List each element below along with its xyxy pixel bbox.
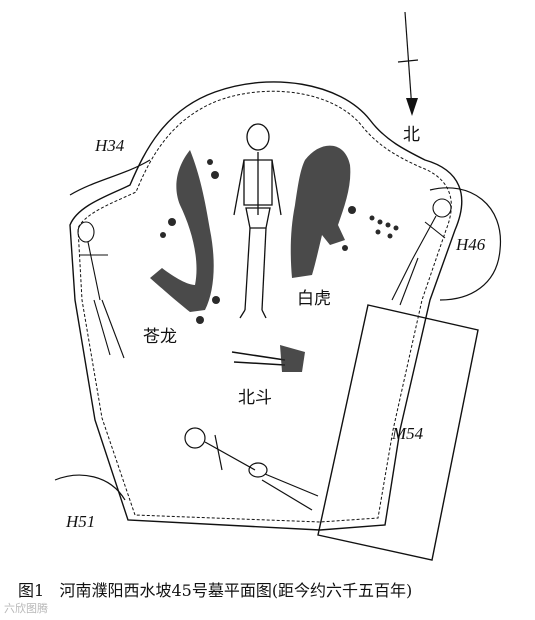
figure-caption: 图1 河南濮阳西水坡45号墓平面图(距今约六千五百年) xyxy=(18,577,528,601)
north-label: 北 xyxy=(403,125,420,145)
big-dipper-mosaic xyxy=(231,345,305,372)
shell-dragon-mosaic xyxy=(150,150,220,324)
pit-h34-label: H34 xyxy=(95,136,125,155)
grave-m54-outline xyxy=(317,304,479,561)
caption-text: 河南濮阳西水坡45号墓平面图(距今约六千五百年) xyxy=(59,581,413,600)
north-arrow xyxy=(397,11,419,116)
figure-number: 图1 xyxy=(18,581,45,600)
big-dipper-label: 北斗 xyxy=(238,388,272,408)
pit-h46-label: H46 xyxy=(456,235,486,254)
pit-h34-outline xyxy=(69,159,151,196)
watermark-text: 六欣图腾 xyxy=(4,602,48,615)
central-skeleton xyxy=(233,123,282,319)
pit-h46-outline xyxy=(429,187,502,301)
pit-h51-outline xyxy=(54,474,126,501)
tomb-outline-outer xyxy=(69,81,463,531)
right-skeleton xyxy=(391,198,452,306)
shell-tiger-mosaic xyxy=(290,145,399,278)
tomb-plan-diagram xyxy=(54,11,502,561)
left-skeleton xyxy=(77,221,125,359)
grave-m54-label: M54 xyxy=(392,424,424,443)
azure-dragon-label: 苍龙 xyxy=(143,327,177,347)
white-tiger-label: 白虎 xyxy=(297,289,331,309)
lower-skeleton xyxy=(184,427,319,511)
tomb-outline-inner xyxy=(77,90,452,523)
pit-h51-label: H51 xyxy=(66,512,96,531)
